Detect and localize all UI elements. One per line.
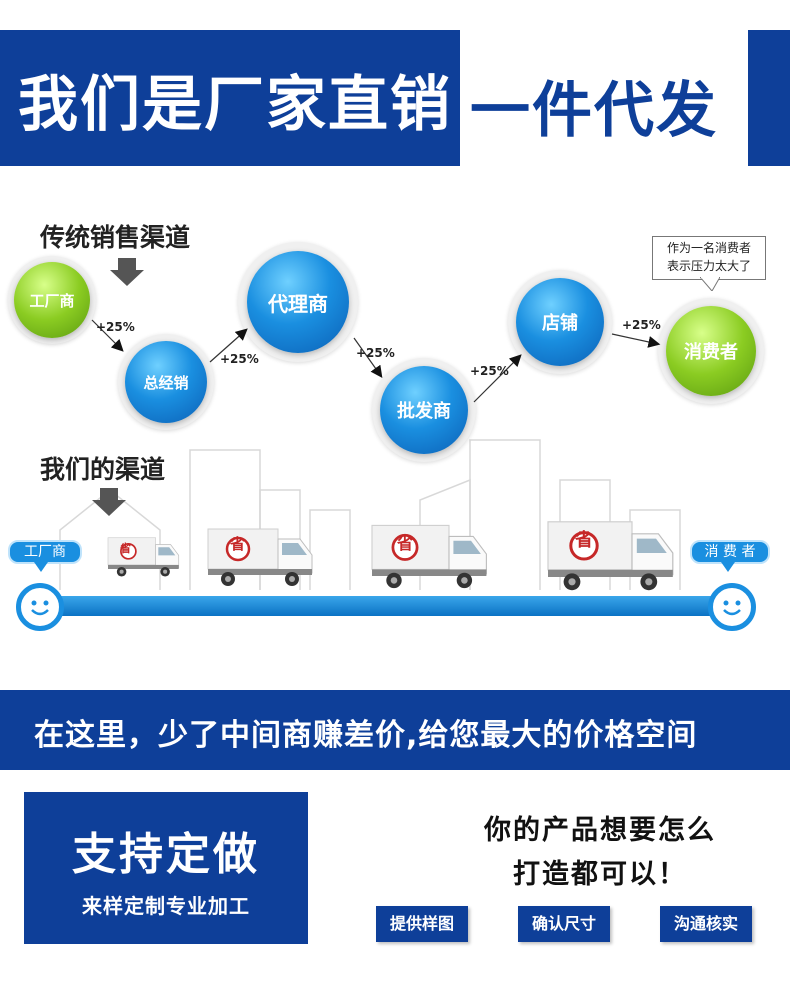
step-communicate-verify: 沟通核实	[660, 906, 752, 942]
markup-label: +25%	[220, 352, 259, 366]
question-line-2: 打造都可以！	[513, 859, 687, 890]
our-channel-title: 我们的渠道	[40, 455, 166, 484]
speech-line-2: 表示压力太大了	[666, 259, 751, 273]
question-line-1: 你的产品想要怎么	[484, 815, 716, 846]
step-provide-sample: 提供样图	[376, 906, 468, 942]
traditional-channel-title: 传统销售渠道	[40, 223, 191, 252]
down-arrow-icon	[92, 488, 126, 516]
truck-badge: 省	[230, 535, 246, 553]
banner-right-text: 一件代发	[470, 76, 718, 146]
node-general-distributor: 总经销	[125, 341, 207, 423]
banner-left-text: 我们是厂家直销	[18, 70, 452, 140]
tag-pointer	[34, 562, 48, 572]
node-wholesaler: 批发商	[380, 366, 468, 454]
flow-arrows	[91, 319, 661, 403]
markup-label: +25%	[622, 318, 661, 332]
markup-label: +25%	[356, 346, 395, 360]
consumer-speech-bubble: 作为一名消费者 表示压力太大了	[652, 236, 766, 280]
tag-pointer	[721, 562, 735, 572]
banner-left: 我们是厂家直销	[0, 30, 460, 166]
end-label-tag: 消 费 者	[690, 540, 770, 564]
step-confirm-size: 确认尺寸	[518, 906, 610, 942]
truck-badge: 省	[120, 542, 131, 555]
start-label-tag: 工厂商	[8, 540, 82, 564]
delivery-trucks	[107, 520, 675, 592]
speech-tail	[700, 277, 720, 291]
speech-line-1: 作为一名消费者	[666, 241, 751, 255]
slogan-bar: 在这里，少了中间商赚差价,给您最大的价格空间	[0, 690, 790, 770]
node-consumer: 消费者	[666, 306, 756, 396]
banner-right-block	[748, 30, 790, 166]
truck-badge: 省	[575, 530, 593, 551]
truck-badge: 省	[397, 534, 414, 553]
factory-smiley-icon	[16, 583, 64, 631]
node-agent: 代理商	[247, 251, 349, 353]
direct-channel-bar	[30, 596, 730, 616]
down-arrow-icon	[110, 258, 144, 286]
node-factory: 工厂商	[14, 262, 90, 338]
markup-label: +25%	[96, 320, 135, 334]
slogan-text: 在这里，少了中间商赚差价,给您最大的价格空间	[34, 718, 698, 753]
node-store: 店铺	[516, 278, 604, 366]
custom-title: 支持定做	[72, 829, 260, 880]
markup-label: +25%	[470, 364, 509, 378]
custom-box: 支持定做 来样定制专业加工	[24, 792, 308, 944]
custom-subtitle: 来样定制专业加工	[82, 894, 250, 918]
consumer-smiley-icon	[708, 583, 756, 631]
